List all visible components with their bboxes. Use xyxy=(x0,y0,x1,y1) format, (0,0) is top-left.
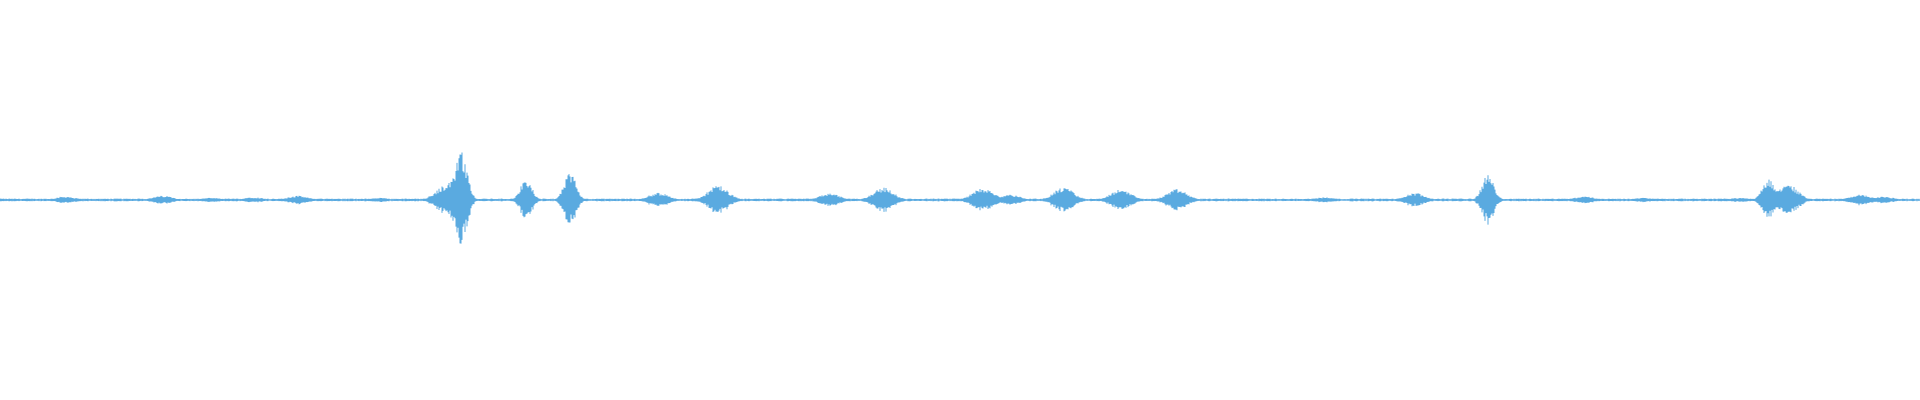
waveform-path xyxy=(0,152,1920,244)
